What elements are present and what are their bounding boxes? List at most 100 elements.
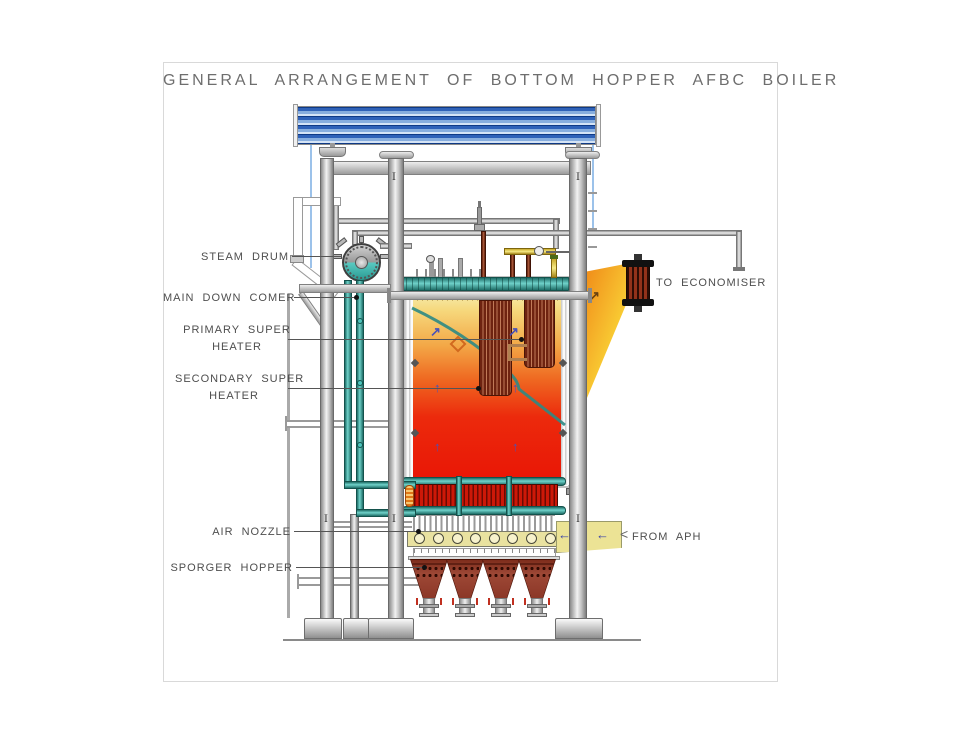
flow-up-arrow-icon: ↑ bbox=[512, 380, 519, 395]
label-air-nozzle: AIR NOZZLE bbox=[212, 526, 291, 538]
hopper-band bbox=[483, 563, 519, 565]
left-support-post bbox=[287, 294, 290, 618]
flow-up-arrow-icon: ↑ bbox=[512, 439, 519, 454]
discharge-flange bbox=[419, 604, 439, 608]
header-valve-stub bbox=[429, 262, 434, 279]
label-sporger-hopper: SPORGER HOPPER bbox=[170, 562, 293, 574]
label-line: SECONDARY SUPER bbox=[175, 373, 305, 385]
steam-pipe-upper bbox=[322, 218, 560, 224]
foundation-pedestal bbox=[304, 618, 342, 639]
primary-superheater-bank bbox=[524, 292, 555, 368]
steam-pipe-long bbox=[352, 230, 742, 236]
roof-beam bbox=[296, 106, 596, 145]
flow-diagonal-arrow-icon: ↗ bbox=[508, 324, 519, 339]
label-line: HEATER bbox=[212, 341, 262, 353]
leader-dot bbox=[416, 529, 421, 534]
leader-dot bbox=[476, 386, 481, 391]
discharge-tick bbox=[524, 598, 526, 605]
drawing-title: GENERAL ARRANGEMENT OF BOTTOM HOPPER AFB… bbox=[163, 72, 840, 89]
air-nozzle-port bbox=[489, 533, 500, 544]
hopper-band bbox=[519, 563, 555, 565]
left-hanger-clamp bbox=[319, 147, 346, 157]
platform-beam-lower bbox=[299, 577, 420, 586]
hopper-perforations bbox=[451, 565, 479, 578]
pipe-fitting bbox=[357, 442, 363, 448]
bed-coil-end-bend bbox=[405, 485, 414, 507]
leader-brace-icon: < bbox=[620, 526, 629, 542]
hopper-band bbox=[411, 563, 447, 565]
air-nozzle-port bbox=[507, 533, 518, 544]
air-nozzle-port bbox=[452, 533, 463, 544]
secondary-superheater-bank bbox=[479, 300, 512, 396]
right-hanger-line bbox=[592, 112, 594, 234]
column-splice-mark: I bbox=[392, 514, 396, 525]
discharge-flange bbox=[455, 604, 475, 608]
leader-air-nozzle bbox=[294, 531, 418, 533]
pipe-end-flange bbox=[733, 267, 745, 271]
economiser-bottom-cap bbox=[622, 299, 654, 306]
steam-pipe-end-drop bbox=[736, 231, 742, 269]
beam-end-plate bbox=[387, 288, 391, 303]
label-from-aph: FROM APH bbox=[632, 531, 702, 543]
leader-dot bbox=[422, 565, 427, 570]
discharge-tick bbox=[488, 598, 490, 605]
bed-coil-strap bbox=[456, 476, 462, 516]
column-tick bbox=[588, 210, 597, 212]
downcomer-elbow-upper bbox=[344, 481, 416, 489]
safety-valve-tip bbox=[478, 201, 481, 208]
vent-pipe bbox=[551, 258, 557, 278]
leader-sporger-hopper bbox=[296, 567, 424, 569]
left-hanger-line bbox=[310, 112, 312, 268]
column-tick bbox=[588, 246, 597, 248]
drum-bolt-ring bbox=[345, 246, 378, 279]
platform-beam-mid bbox=[322, 521, 412, 528]
column-splice-mark: I bbox=[324, 514, 328, 525]
drum-nozzle-stub bbox=[359, 236, 364, 243]
discharge-tick bbox=[416, 598, 418, 605]
leader-dot bbox=[519, 337, 524, 342]
right-hanger-rod bbox=[576, 143, 581, 148]
aph-inlet-duct bbox=[556, 521, 622, 553]
roof-beam-right-cap bbox=[596, 104, 601, 147]
label-line: HEATER bbox=[209, 390, 259, 402]
foundation-pedestal bbox=[555, 618, 603, 639]
column-tick bbox=[588, 192, 597, 194]
header-tube-ticks bbox=[400, 278, 572, 290]
safety-valve-body bbox=[474, 224, 485, 231]
platform-end-tick bbox=[297, 574, 299, 589]
column-tick bbox=[588, 228, 597, 230]
leader-main-down-comer bbox=[294, 297, 356, 299]
foundation-pedestal bbox=[343, 618, 369, 639]
header-studs bbox=[416, 269, 482, 277]
discharge-tick bbox=[440, 598, 442, 605]
foundation-pedestal bbox=[368, 618, 414, 639]
air-flow-arrow-icon: ← bbox=[596, 527, 609, 542]
flue-gas-arrow-icon: ↗ bbox=[589, 288, 600, 303]
leader-primary-super-heater bbox=[288, 339, 521, 341]
bed-coil-bottom-header bbox=[402, 506, 566, 515]
label-main-down-comer: MAIN DOWN COMER bbox=[163, 292, 296, 304]
air-nozzle-port bbox=[433, 533, 444, 544]
wind-box-ticks bbox=[414, 549, 555, 553]
drum-level-beam bbox=[390, 291, 590, 300]
economiser-top-cap bbox=[622, 260, 654, 267]
discharge-flange bbox=[491, 604, 511, 608]
beam-end-plate bbox=[588, 288, 592, 303]
column-splice-mark: I bbox=[576, 172, 580, 183]
hopper-perforations bbox=[487, 565, 515, 578]
drum-manhole bbox=[355, 256, 368, 269]
discharge-base bbox=[527, 613, 547, 617]
discharge-tick bbox=[548, 598, 550, 605]
discharge-tick bbox=[476, 598, 478, 605]
feedwater-pipe-fitting bbox=[290, 255, 304, 263]
label-to-economiser: TO ECONOMISER bbox=[656, 277, 767, 289]
discharge-base bbox=[491, 613, 511, 617]
feedwater-pipe-vertical bbox=[293, 197, 303, 263]
vent-pipe-cap bbox=[550, 255, 558, 259]
discharge-base bbox=[419, 613, 439, 617]
air-nozzle-port bbox=[470, 533, 481, 544]
instrument-line bbox=[546, 251, 580, 253]
left-hanger-rod bbox=[330, 143, 335, 148]
label-primary-super-heater: PRIMARY SUPER HEATER bbox=[181, 322, 293, 356]
right-waterwall bbox=[561, 291, 569, 485]
